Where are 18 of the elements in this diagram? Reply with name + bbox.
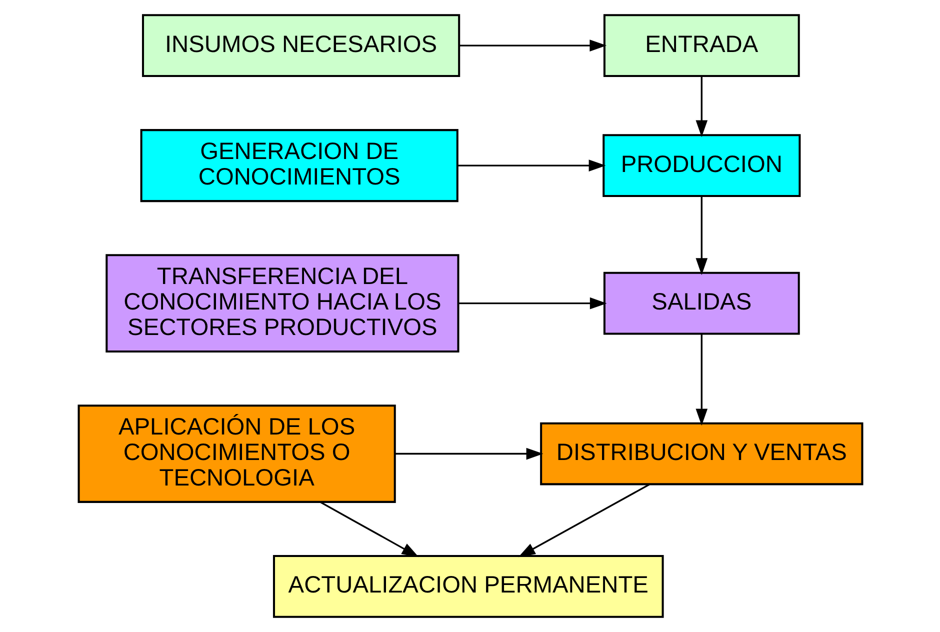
arrow [320, 501, 418, 558]
node-box: APLICACIÓN DE LOS CONOCIMIENTOS O TECNOLOGIA [77, 404, 396, 503]
arrow [695, 334, 708, 426]
node-box: DISTRIBUCION Y VENTAS [540, 422, 863, 486]
arrow [458, 297, 606, 310]
arrow [518, 484, 650, 558]
node-box: ENTRADA [602, 14, 800, 77]
node-box: TRANSFERENCIA DEL CONOCIMIENTO HACIA LOS SECTORES PRODUCTIVOS [105, 254, 459, 352]
arrow [695, 76, 708, 138]
node-box: GENERACION DE CONOCIMIENTOS [140, 129, 458, 202]
node-box: INSUMOS NECESARIOS [141, 14, 460, 77]
arrow [394, 448, 543, 460]
arrow [458, 160, 606, 172]
arrow [695, 196, 708, 276]
arrow [458, 40, 606, 52]
node-box: SALIDAS [602, 272, 800, 335]
node-box: PRODUCCION [602, 134, 800, 197]
node-box: ACTUALIZACION PERMANENTE [272, 555, 664, 618]
